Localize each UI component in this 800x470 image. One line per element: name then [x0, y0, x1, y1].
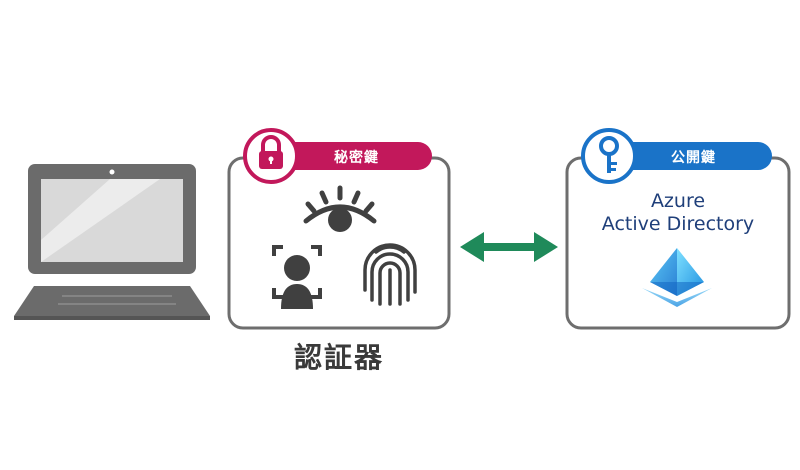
eye-icon — [303, 185, 377, 232]
azure-title-line1: Azure — [650, 190, 706, 212]
public-key-badge — [614, 142, 772, 170]
lock-icon — [243, 128, 299, 184]
key-icon — [581, 128, 637, 184]
face-scan-icon — [272, 245, 322, 309]
authenticator-box — [227, 156, 451, 330]
public-key-label: 公開鍵 — [671, 150, 716, 166]
azure-title: Azure Active Directory — [567, 190, 789, 236]
azure-ad-pyramid-icon — [642, 248, 712, 307]
private-key-badge — [278, 142, 432, 170]
double-arrow-icon — [460, 232, 558, 262]
laptop-icon — [14, 164, 210, 320]
fingerprint-icon — [363, 243, 417, 306]
private-key-label: 秘密鍵 — [334, 150, 379, 166]
authenticator-caption: 認証器 — [294, 341, 385, 374]
azure-title-line2: Active Directory — [601, 213, 755, 235]
